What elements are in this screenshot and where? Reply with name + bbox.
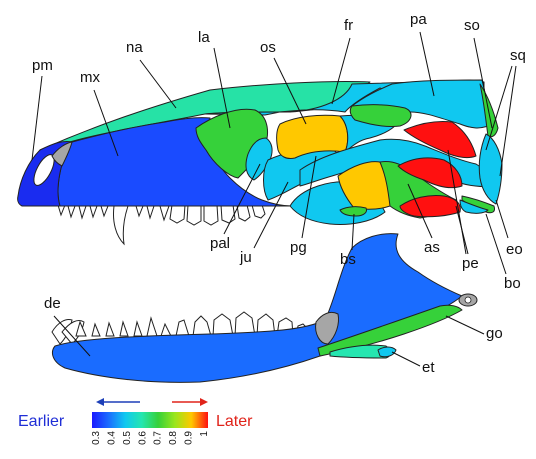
label-mx: mx <box>80 69 100 86</box>
ectotympanic-rod <box>378 347 396 357</box>
legend: Earlier Later 0.3 0.4 0.5 0.6 0.7 0.8 0.9 1 <box>18 398 253 445</box>
scale-tick-label: 1 <box>199 431 210 437</box>
label-eo: eo <box>506 241 523 258</box>
label-pe: pe <box>462 255 479 272</box>
exoccipital-bone <box>479 134 502 204</box>
label-os: os <box>260 39 276 56</box>
condyle-pit <box>465 297 471 303</box>
label-bo: bo <box>504 275 521 292</box>
label-pg: pg <box>290 239 307 256</box>
dentary-bone <box>52 234 462 383</box>
cranium <box>18 80 502 244</box>
scale-tick-label: 0.7 <box>153 431 164 445</box>
label-sq: sq <box>510 47 526 64</box>
later-arrowhead <box>200 398 208 406</box>
upper-teeth <box>58 205 265 244</box>
scale-tick-label: 0.6 <box>137 431 148 445</box>
color-scale-ticks: 0.3 0.4 0.5 0.6 0.7 0.8 0.9 1 <box>91 431 210 445</box>
label-na: na <box>126 39 143 56</box>
label-et: et <box>422 359 435 376</box>
earlier-arrowhead <box>96 398 104 406</box>
label-go: go <box>486 325 503 342</box>
legend-later: Later <box>216 413 253 430</box>
scale-tick-label: 0.8 <box>168 431 179 445</box>
scale-tick-label: 0.9 <box>184 431 195 445</box>
label-pa: pa <box>410 11 427 28</box>
color-scale-gradient <box>92 412 208 428</box>
mandible <box>52 234 477 383</box>
label-la: la <box>198 29 210 46</box>
scale-tick-label: 0.3 <box>91 431 102 445</box>
label-pal: pal <box>210 235 230 252</box>
color-scale-bar <box>92 412 208 428</box>
scale-tick-label: 0.5 <box>122 431 133 445</box>
label-ju: ju <box>239 249 252 266</box>
label-fr: fr <box>344 17 353 34</box>
legend-earlier: Earlier <box>18 413 65 430</box>
label-so: so <box>464 17 480 34</box>
label-de: de <box>44 295 61 312</box>
label-bs: bs <box>340 251 356 268</box>
scale-tick-label: 0.4 <box>106 431 117 445</box>
label-pm: pm <box>32 57 53 74</box>
label-as: as <box>424 239 440 256</box>
